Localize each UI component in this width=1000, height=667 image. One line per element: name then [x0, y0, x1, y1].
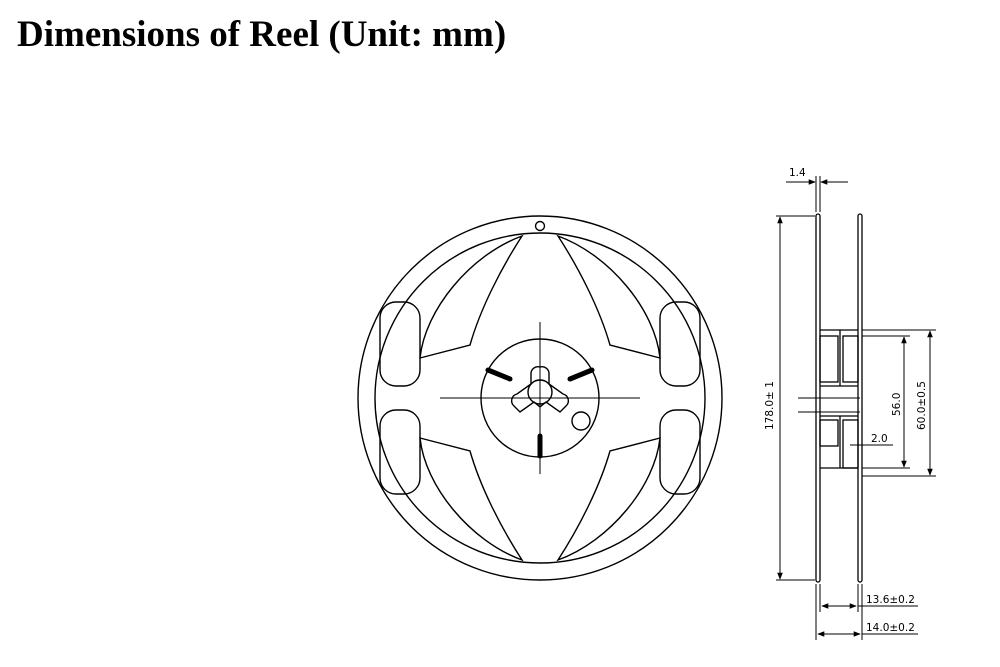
hub-slot-right [567, 367, 595, 382]
reel-window-lower-left [419, 437, 524, 562]
side-slot-right-upper [659, 301, 701, 387]
dim-slot-width: 2.0 [871, 433, 888, 445]
reel-window-upper-right [556, 234, 661, 359]
page-title: Dimensions of Reel (Unit: mm) [17, 14, 507, 55]
centerlines [440, 322, 640, 474]
dimension-lines [776, 176, 936, 640]
reel-window-lower-right [556, 437, 661, 562]
dim-outer-width: 14.0±0.2 [866, 622, 915, 634]
side-slot-left-upper [379, 301, 421, 387]
mounting-hole [534, 220, 546, 232]
side-slot-left-lower [379, 409, 421, 495]
hub-cavity-upper [819, 335, 839, 383]
dim-reel-diameter: 178.0± 1 [764, 381, 776, 430]
reel-outer-rim [357, 215, 723, 581]
hub-cavity-lower [819, 419, 839, 447]
reel-window-upper-left [419, 234, 524, 359]
dim-inner-width: 13.6±0.2 [866, 594, 915, 606]
hub-slot-left [485, 367, 513, 382]
dim-flange-thickness: 1.4 [789, 167, 806, 179]
side-slot-right-lower [659, 409, 701, 495]
dim-hub-diameter: 56.0 [891, 393, 903, 416]
index-hole [571, 411, 591, 431]
reel-inner-rim [374, 232, 706, 564]
dim-hub-outer-diameter: 60.0±0.5 [916, 381, 928, 430]
